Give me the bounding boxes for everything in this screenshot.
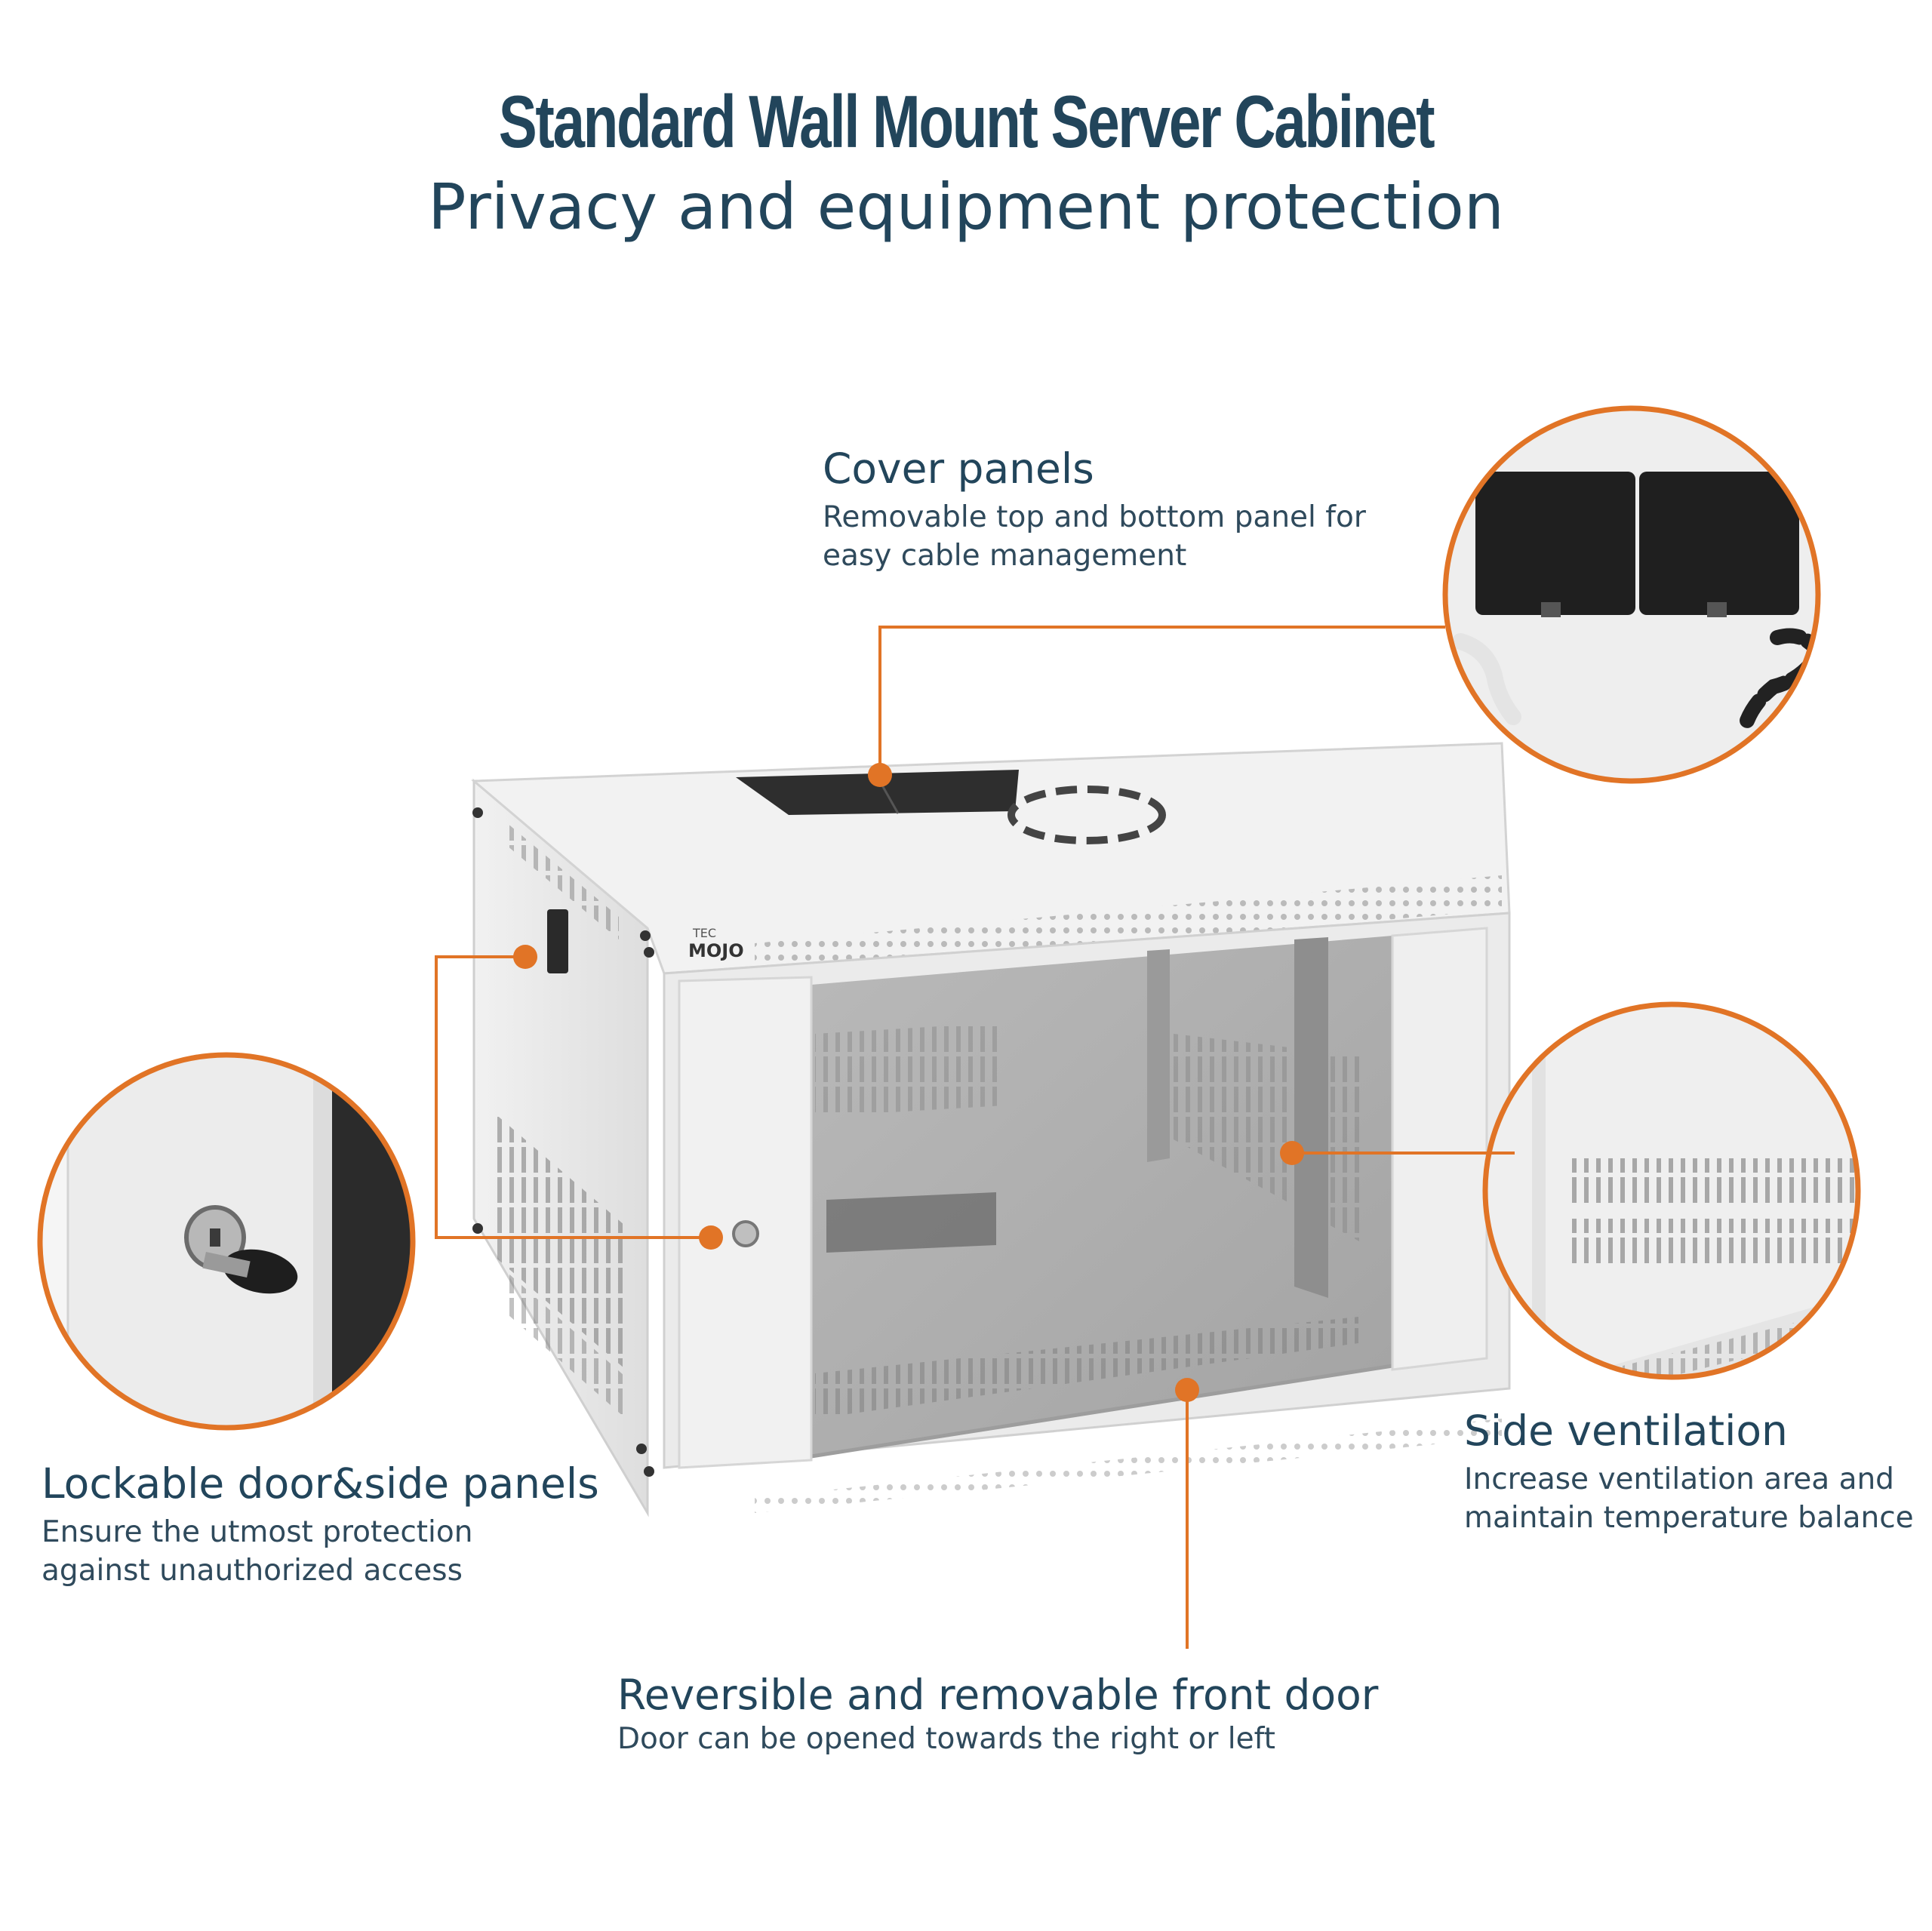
brand-logo: MOJO xyxy=(688,940,744,961)
callout-lines xyxy=(435,626,1515,1649)
feature-description-line2: maintain temperature balance xyxy=(1464,1500,1914,1535)
lock-zoom xyxy=(37,1052,416,1431)
callout-dot-side-lock xyxy=(513,945,537,969)
page-title: Standard Wall Mount Server Cabinet xyxy=(498,80,1435,163)
feature-description-line1: Door can be opened towards the right or … xyxy=(617,1722,1275,1757)
side-lock-icon xyxy=(547,909,568,973)
feature-front-door: Reversible and removable front door Door… xyxy=(617,1671,1378,1759)
callout-dot-cover xyxy=(868,763,892,787)
feature-side-ventilation: Side ventilation Increase ventilation ar… xyxy=(1464,1407,1914,1538)
top-fan-icon xyxy=(1008,786,1166,844)
callout-dot-door-lock xyxy=(699,1225,723,1250)
feature-lockable: Lockable door&side panels Ensure the utm… xyxy=(42,1459,599,1591)
door-lock-icon xyxy=(732,1220,759,1247)
feature-heading: Lockable door&side panels xyxy=(42,1459,599,1508)
feature-description-line1: Ensure the utmost protection xyxy=(42,1515,473,1550)
front-glass-door xyxy=(811,936,1393,1459)
page-subtitle: Privacy and equipment protection xyxy=(428,170,1504,244)
feature-description-line1: Removable top and bottom panel for xyxy=(823,500,1366,535)
cover-panels-zoom xyxy=(1442,405,1821,784)
feature-description-line1: Increase ventilation area and xyxy=(1464,1462,1894,1497)
ventilation-zoom xyxy=(1482,1001,1861,1380)
feature-heading: Reversible and removable front door xyxy=(617,1671,1379,1719)
brand-logo-prefix: TEC xyxy=(692,926,716,940)
side-vent-slots xyxy=(494,819,630,1422)
feature-heading: Side ventilation xyxy=(1464,1407,1788,1455)
feature-description-line2: easy cable management xyxy=(823,538,1187,573)
callout-dot-front-door xyxy=(1175,1378,1199,1402)
server-cabinet: TEC MOJO xyxy=(471,742,1511,1517)
feature-cover-panels: Cover panels Removable top and bottom pa… xyxy=(823,444,1366,576)
callout-dot-ventilation xyxy=(1280,1141,1304,1165)
feature-description-line2: against unauthorized access xyxy=(42,1553,463,1588)
feature-heading: Cover panels xyxy=(823,444,1094,493)
callout-dots xyxy=(513,763,1304,1402)
